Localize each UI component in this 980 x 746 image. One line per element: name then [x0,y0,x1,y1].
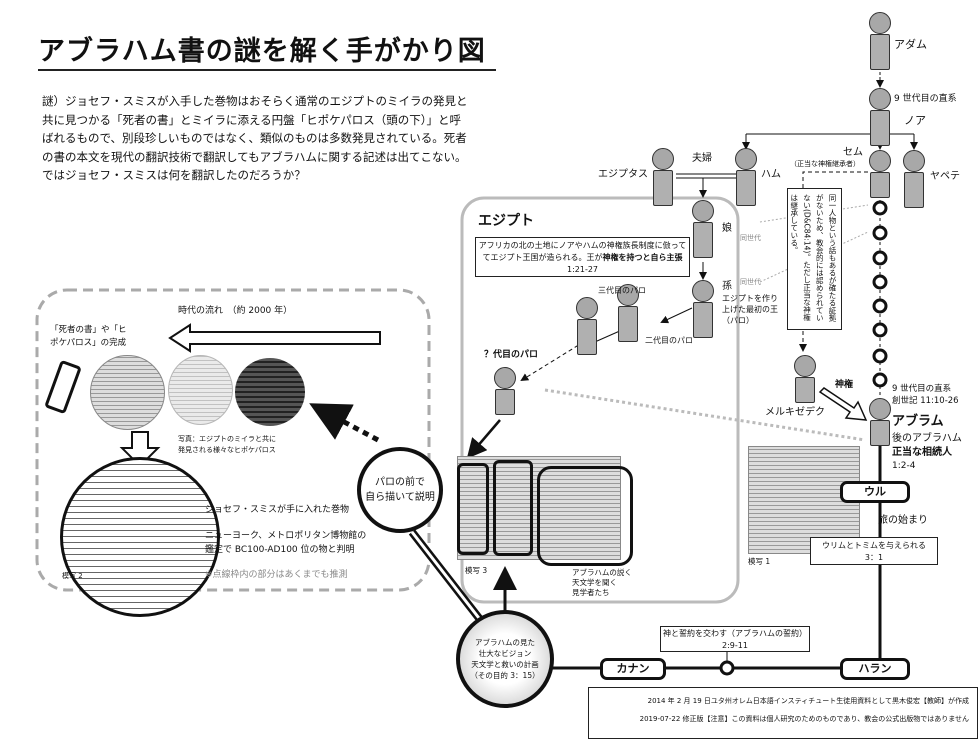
facsimile-3-label: 模写 3 [465,566,488,575]
place-ur: ウル [840,481,910,503]
shem-label: セム [843,147,863,158]
melchizedek-label: メルキゼデク [765,407,825,418]
hypocephalus-photo-1 [90,355,165,430]
abram-reference: 創世記 11:10-26 [892,396,959,406]
egypt-heading: エジプト [478,213,534,229]
person-pharaoh-unknown [493,367,517,415]
shem-note: （正当な神権継承者） [790,160,860,168]
egypt-box-reference: 1:21-27 [566,265,599,274]
abram-label: アブラム [892,414,944,429]
facsimile-1-label: 模写 1 [748,557,771,566]
pharaoh-3-label: 三代目のパロ [598,286,646,295]
grandson-note: エジプトを作り上げた最初の王（パロ） [722,294,778,325]
egyptus-label: エジプタス [598,169,648,180]
person-melchizedek [793,355,817,403]
journey-start-label: 旅の始まり [878,515,928,526]
egypt-panel [460,196,740,604]
same-generation-label: 同世代 [740,234,761,242]
highlight-frame [457,463,489,555]
person-grandson [691,280,715,340]
completion-label: 「死者の書」や「ヒポケパロス」の完成 [50,325,127,348]
person-ham [734,148,758,208]
highlight-frame [537,466,633,566]
couple-label: 夫婦 [692,153,712,164]
person-pharaoh-2 [616,284,640,344]
abram-generation: 9 世代目の直系 [892,384,952,394]
egypt-box-line-2: てエジプト王国が造られる。王が神権を持つと自ら主張 [482,253,683,262]
highlight-frame [493,460,533,556]
pharaoh-2-label: 二代目のパロ [645,336,693,345]
intro-text: 謎）ジョセフ・スミスが入手した巻物はおそらく通常のエジプトのミイラの発見と共に見… [42,94,468,182]
abram-heir: 正当な相続人 [892,447,952,458]
person-noah [868,88,892,148]
person-shem [868,150,892,200]
adam-label: アダム [894,38,927,51]
footer-credits: 2014 年 2 月 19 日ユタ州オレム日本語インスティチュート生徒用資料とし… [588,687,978,739]
vision-circle: アブラハムの見た壮大なビジョン天文学と救いの計画（その目的 3：15） [456,610,554,708]
abram-later-name: 後のアブラハム [892,433,962,444]
person-pharaoh-3 [575,297,599,357]
appraisal-text: ニューヨーク、メトロポリタン博物館の鑑定で BC100-AD100 位の物と判明 [205,531,367,555]
speculation-note: ※点線枠内の部分はあくまでも推測 [205,570,348,580]
noah-generation: 9 世代目の直系 [894,94,957,104]
priesthood-label: 神権 [835,380,854,390]
facsimile-2-image [60,457,220,617]
time-flow-label: 時代の流れ （約 2000 年） [178,306,293,316]
noah-label: ノア [904,114,926,127]
pharaoh-unknown-label: ？代目のパロ [484,350,539,360]
hypocephalus-photo-2 [168,355,233,425]
place-canaan: カナン [600,658,666,680]
scroll-description: ジョセフ・スミスが手に入れた巻物 [205,505,350,515]
same-generation-label-2: 同世代 [740,278,761,286]
ham-label: ハム [761,169,781,180]
page-title: アブラハム書の謎を解く手がかり図 [38,34,496,72]
egypt-box-line-1: アフリカの北の土地にノアやハムの神権族長制度に倣って [478,241,687,250]
magnifier-circle: パロの前で自ら描いて説明 [357,447,443,533]
observers-label: アブラハムの説く天文学を聞く見学者たち [572,568,632,598]
identity-note-box: 同一人物という話もあるが確たる証拠がないため、教会的には認められていない(D&C… [787,188,842,330]
grandson-label: 孫 [722,281,732,292]
person-adam [868,12,892,72]
place-haran: ハラン [840,658,910,680]
person-japheth [902,150,926,210]
facsimile-2-label: 模写 2 [62,572,83,580]
speculation-panel [35,288,431,592]
abram-verse: 1:2-4 [892,461,916,471]
daughter-label: 娘 [722,223,732,234]
person-abram [868,398,892,446]
person-egyptus [651,148,675,208]
japheth-label: ヤペテ [930,171,960,182]
person-daughter [691,200,715,260]
egypt-kingdom-box: アフリカの北の土地にノアやハムの神権族長制度に倣って てエジプト王国が造られる。… [475,237,690,277]
covenant-box: 神と誓約を交わす（アブラハムの誓約）2:9-11 [660,626,810,652]
photo-caption: 写真：エジプトのミイラと共に発見される様々なヒポケパロス [178,435,276,454]
hypocephalus-photo-3 [235,358,305,426]
